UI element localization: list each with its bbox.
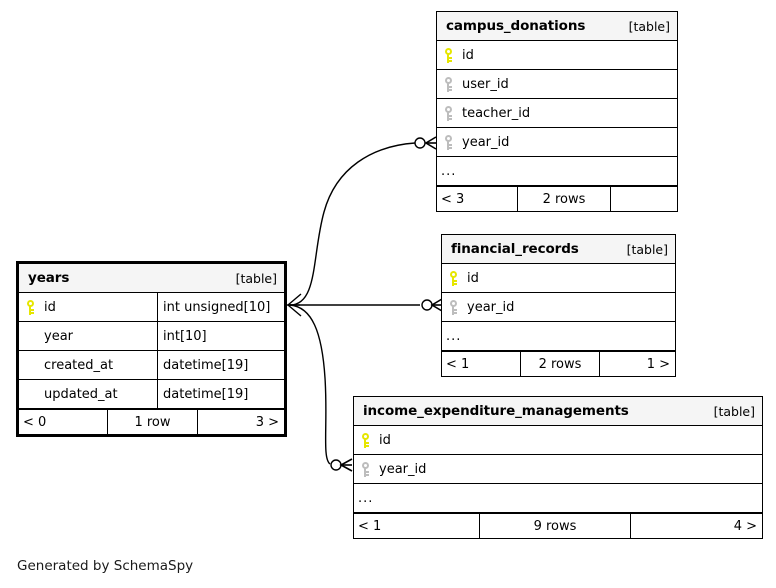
table-row[interactable]: id [442, 264, 675, 293]
foreign-key-icon [444, 76, 453, 92]
key-placeholder [26, 329, 35, 344]
cardinality-zero-marker [421, 299, 433, 311]
table-row[interactable]: year_id [354, 455, 762, 484]
primary-key-icon [449, 270, 458, 286]
table-row[interactable]: id int unsigned[10] [19, 293, 284, 322]
column-name: year_id [467, 299, 515, 315]
row-count: 9 rows [480, 514, 631, 538]
parent-crowsfoot-years [287, 293, 302, 317]
primary-key-icon [361, 432, 370, 448]
column-cell: year_id [442, 293, 675, 321]
column-name: year [44, 328, 74, 344]
column-cell: year_id [437, 128, 677, 156]
child-relation-count [611, 187, 677, 211]
key-placeholder [26, 358, 35, 373]
column-cell: user_id [437, 70, 677, 98]
column-name: id [462, 47, 474, 63]
table-income_expenditure_managements[interactable]: income_expenditure_managements [table] i… [353, 396, 763, 539]
table-row[interactable]: created_at datetime[19] [19, 351, 284, 380]
table-financial_records[interactable]: financial_records [table] id year_id [441, 234, 676, 377]
foreign-key-icon [449, 299, 458, 315]
relationship-years-financial_records [290, 298, 443, 312]
more-columns-row[interactable]: ... [354, 484, 762, 513]
table-footer-financial_records: < 1 2 rows 1 > [442, 351, 675, 376]
row-count: 1 row [108, 410, 198, 434]
relationship-years-campus_donations [289, 136, 437, 306]
table-header-years: years [table] [19, 264, 284, 293]
generated-by-caption: Generated by SchemaSpy [17, 558, 194, 574]
column-cell: id [437, 41, 677, 69]
table-kind-label: [table] [628, 18, 670, 34]
table-footer-years: < 0 1 row 3 > [19, 409, 284, 434]
primary-key-icon [26, 299, 35, 315]
table-header-financial_records: financial_records [table] [442, 235, 675, 264]
column-type: int[10] [163, 328, 207, 344]
table-kind-label: [table] [713, 403, 755, 419]
ellipsis-label: ... [441, 163, 457, 179]
table-title: income_expenditure_managements [363, 403, 629, 419]
table-row[interactable]: teacher_id [437, 99, 677, 128]
cardinality-zero-marker [330, 459, 342, 471]
column-cell: updated_at [19, 380, 158, 408]
row-count: 2 rows [521, 352, 600, 376]
column-name: teacher_id [462, 105, 531, 121]
column-cell: teacher_id [437, 99, 677, 127]
column-cell: created_at [19, 351, 158, 379]
key-placeholder [26, 387, 35, 402]
row-count: 2 rows [518, 187, 611, 211]
primary-key-icon [444, 47, 453, 63]
cardinality-zero-marker [414, 137, 426, 149]
relationship-years-income_expenditure_managements [289, 304, 353, 472]
table-row[interactable]: year_id [437, 128, 677, 157]
table-row[interactable]: user_id [437, 70, 677, 99]
table-row[interactable]: year int[10] [19, 322, 284, 351]
child-relation-count: 4 > [733, 518, 757, 534]
table-title: financial_records [451, 241, 579, 257]
ellipsis-label: ... [358, 490, 374, 506]
column-cell: id [19, 293, 158, 321]
column-name: year_id [462, 134, 510, 150]
table-row[interactable]: id [437, 41, 677, 70]
column-cell: id [354, 426, 762, 454]
table-footer-campus_donations: < 3 2 rows [437, 186, 677, 211]
table-title: campus_donations [446, 18, 586, 34]
column-name: year_id [379, 461, 427, 477]
column-type: datetime[19] [163, 386, 249, 402]
table-footer-income_expenditure_managements: < 1 9 rows 4 > [354, 513, 762, 538]
table-header-income_expenditure_managements: income_expenditure_managements [table] [354, 397, 762, 426]
table-years[interactable]: years [table] id int unsigned[10] year i… [16, 261, 287, 437]
table-kind-label: [table] [235, 270, 277, 286]
column-name: id [379, 432, 391, 448]
parent-relation-count: < 0 [19, 410, 108, 434]
column-cell: id [442, 264, 675, 292]
table-row[interactable]: id [354, 426, 762, 455]
child-relation-count: 3 > [255, 414, 279, 430]
foreign-key-icon [444, 105, 453, 121]
parent-relation-count: < 1 [354, 514, 480, 538]
column-type: datetime[19] [163, 357, 249, 373]
column-cell: year [19, 322, 158, 350]
table-campus_donations[interactable]: campus_donations [table] id user_id [436, 11, 678, 212]
more-columns-row[interactable]: ... [437, 157, 677, 186]
foreign-key-icon [361, 461, 370, 477]
child-relation-count: 1 > [646, 356, 670, 372]
column-type: int unsigned[10] [163, 299, 271, 315]
table-header-campus_donations: campus_donations [table] [437, 12, 677, 41]
table-row[interactable]: updated_at datetime[19] [19, 380, 284, 409]
column-name: user_id [462, 76, 509, 92]
parent-relation-count: < 1 [442, 352, 521, 376]
foreign-key-icon [444, 134, 453, 150]
parent-relation-count: < 3 [437, 187, 518, 211]
column-name: id [467, 270, 479, 286]
table-row[interactable]: year_id [442, 293, 675, 322]
column-cell: year_id [354, 455, 762, 483]
more-columns-row[interactable]: ... [442, 322, 675, 351]
table-title: years [28, 270, 70, 286]
column-name: id [44, 299, 56, 315]
table-kind-label: [table] [626, 241, 668, 257]
ellipsis-label: ... [446, 328, 462, 344]
column-name: created_at [44, 357, 114, 373]
column-name: updated_at [44, 386, 118, 402]
